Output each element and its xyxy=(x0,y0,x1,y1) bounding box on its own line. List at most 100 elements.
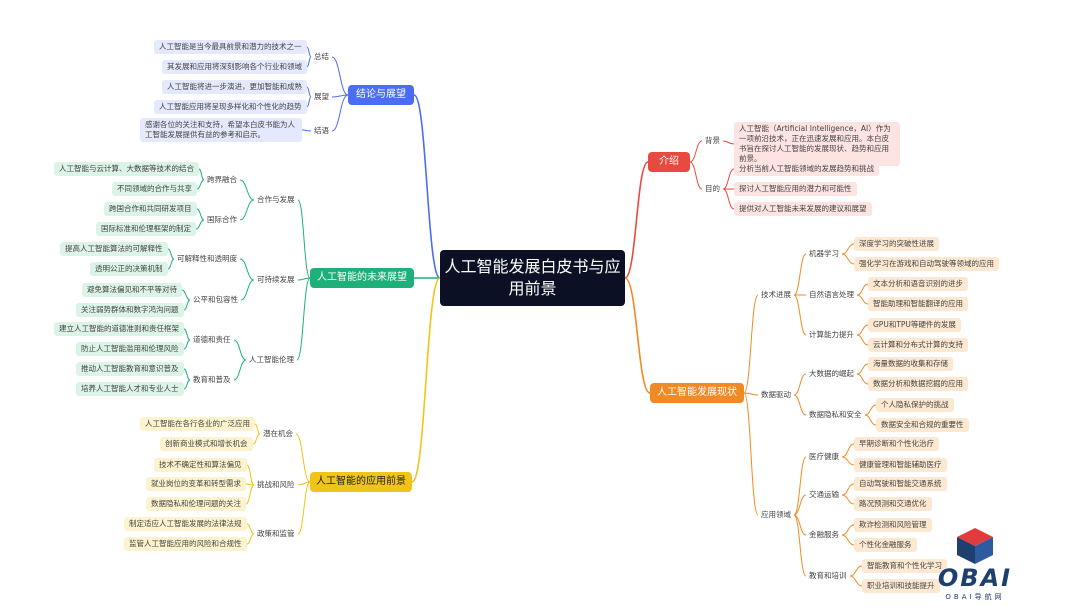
connector-line xyxy=(856,363,869,375)
future-cross-label[interactable]: 跨界融合 xyxy=(207,175,237,184)
prospects-potential-item-2[interactable]: 创新商业模式和增长机会 xyxy=(160,437,253,451)
status-privacy-label[interactable]: 数据隐私和安全 xyxy=(809,410,862,419)
prospects-risk-item-3[interactable]: 数据隐私和伦理问题的关注 xyxy=(146,497,246,511)
intro-purpose-item-3[interactable]: 提供对人工智能未来发展的建议和展望 xyxy=(734,202,872,216)
conclusion-outlook-item-1[interactable]: 人工智能将进一步演进，更加智能和成熟 xyxy=(162,80,307,94)
watermark-logo: OBAI OBAI导航网 xyxy=(925,526,1025,606)
intro-purpose-label[interactable]: 目的 xyxy=(705,184,720,193)
future-cross-item-1[interactable]: 人工智能与云计算、大数据等技术的结合 xyxy=(54,162,199,176)
future-intl-item-2[interactable]: 国际标准和伦理框架的制定 xyxy=(96,222,196,236)
prospects-policy-item-1[interactable]: 制定适应人工智能发展的法律法规 xyxy=(124,517,247,531)
prospects-potential-item-1[interactable]: 人工智能在各行各业的广泛应用 xyxy=(140,417,255,431)
prospects-potential-label[interactable]: 潜在机会 xyxy=(263,429,293,438)
future-fair-label[interactable]: 公平和包容性 xyxy=(193,295,238,304)
future-moral-label[interactable]: 道德和责任 xyxy=(193,335,231,344)
status-bigdata-item-2[interactable]: 数据分析和数据挖掘的应用 xyxy=(868,377,968,391)
connector-line xyxy=(297,481,311,486)
future-intl-item-1[interactable]: 跨国合作和共同研发项目 xyxy=(104,202,197,216)
connector-line xyxy=(793,494,807,516)
future-eduspread-item-1[interactable]: 推动人工智能教育和意识普及 xyxy=(76,362,184,376)
connector-line xyxy=(295,433,311,483)
connector-line xyxy=(331,94,349,98)
status-health-item-2[interactable]: 健康管理和智能辅助医疗 xyxy=(854,458,947,472)
conclusion-summary-label[interactable]: 总结 xyxy=(314,52,329,61)
connector-line xyxy=(841,456,855,466)
branch-future[interactable]: 人工智能的未来展望 xyxy=(310,268,414,288)
connector-line xyxy=(411,277,441,483)
status-health-label[interactable]: 医疗健康 xyxy=(809,452,839,461)
status-bigdata-label[interactable]: 大数据的崛起 xyxy=(809,369,854,378)
connector-line xyxy=(849,565,863,577)
future-sustain-label[interactable]: 可持续发展 xyxy=(257,275,295,284)
conclusion-outlook-label[interactable]: 展望 xyxy=(314,92,329,101)
future-moral-item-1[interactable]: 建立人工智能的道德准则和责任框架 xyxy=(54,322,184,336)
connector-line xyxy=(856,324,869,336)
future-coop-label[interactable]: 合作与发展 xyxy=(257,195,295,204)
conclusion-closing-label[interactable]: 结语 xyxy=(314,126,329,135)
status-compute-label[interactable]: 计算能力提升 xyxy=(809,330,854,339)
status-finance-label[interactable]: 金融服务 xyxy=(809,530,839,539)
intro-background-text[interactable]: 人工智能（Artificial Intelligence，AI）作为一项前沿技术… xyxy=(734,122,900,166)
future-cross-item-2[interactable]: 不同领域的合作与共享 xyxy=(112,182,197,196)
status-nlp-label[interactable]: 自然语言处理 xyxy=(809,290,854,299)
future-eduspread-item-2[interactable]: 培养人工智能人才和专业人士 xyxy=(76,382,184,396)
future-explain-item-1[interactable]: 提高人工智能算法的可解释性 xyxy=(60,242,168,256)
future-ethics-label[interactable]: 人工智能伦理 xyxy=(249,355,294,364)
future-explain-label[interactable]: 可解释性和透明度 xyxy=(177,254,237,263)
status-traffic-item-1[interactable]: 自动驾驶和智能交通系统 xyxy=(854,477,947,491)
connector-line xyxy=(233,339,247,361)
prospects-risk-item-2[interactable]: 就业岗位的变革和转型需求 xyxy=(146,477,246,491)
conclusion-summary-item-2[interactable]: 其发展和应用将深刻影响各个行业和领域 xyxy=(162,60,307,74)
branch-status[interactable]: 人工智能发展现状 xyxy=(650,383,744,403)
intro-purpose-item-2[interactable]: 探讨人工智能应用的潜力和可能性 xyxy=(734,182,857,196)
status-finance-item-1[interactable]: 欺诈检测和风险管理 xyxy=(854,518,932,532)
connector-line xyxy=(793,394,807,416)
connector-line xyxy=(181,289,191,301)
future-fair-item-2[interactable]: 关注弱势群体和数字鸿沟问题 xyxy=(76,303,184,317)
prospects-risk-label[interactable]: 挑战和风险 xyxy=(257,480,295,489)
root-topic[interactable]: 人工智能发展白皮书与应用前景 xyxy=(440,250,625,306)
branch-prospects[interactable]: 人工智能的应用前景 xyxy=(310,472,412,492)
connector-line xyxy=(841,483,855,496)
prospects-policy-label[interactable]: 政策和监管 xyxy=(257,529,295,538)
branch-intro[interactable]: 介绍 xyxy=(648,152,690,172)
status-apps-label[interactable]: 应用领域 xyxy=(761,510,791,519)
future-eduspread-label[interactable]: 教育和普及 xyxy=(193,375,231,384)
status-finance-item-2[interactable]: 个性化金融服务 xyxy=(854,538,917,552)
status-ml-label[interactable]: 机器学习 xyxy=(809,249,839,258)
conclusion-closing-text[interactable]: 感谢各位的关注和支持，希望本白皮书能为人工智能发展提供有益的参考和启示。 xyxy=(140,118,302,142)
status-tech-label[interactable]: 技术进展 xyxy=(761,290,791,299)
future-moral-item-2[interactable]: 防止人工智能滥用和伦理风险 xyxy=(76,342,184,356)
intro-background-label[interactable]: 背景 xyxy=(705,136,720,145)
status-nlp-item-1[interactable]: 文本分析和语音识别的进步 xyxy=(868,277,968,291)
prospects-risk-item-1[interactable]: 技术不确定性和算法偏见 xyxy=(154,458,247,472)
conclusion-summary-item-1[interactable]: 人工智能是当今最具前景和潜力的技术之一 xyxy=(154,40,307,54)
status-health-item-1[interactable]: 早期诊断和个性化治疗 xyxy=(854,437,939,451)
connector-line xyxy=(297,199,311,279)
conclusion-outlook-item-2[interactable]: 人工智能应用将呈现多样化和个性化的趋势 xyxy=(154,100,307,114)
future-fair-item-1[interactable]: 避免算法偏见和不平等对待 xyxy=(82,283,182,297)
status-bigdata-item-1[interactable]: 海量数据的收集和存储 xyxy=(868,357,953,371)
status-data-label[interactable]: 数据驱动 xyxy=(761,390,791,399)
connector-line xyxy=(722,188,735,210)
status-edu-item-1[interactable]: 智能教育和个性化学习 xyxy=(862,559,947,573)
status-ml-item-2[interactable]: 强化学习在游戏和自动驾驶等领域的应用 xyxy=(854,257,999,271)
status-nlp-item-2[interactable]: 智能助理和智能翻译的应用 xyxy=(868,297,968,311)
connector-line xyxy=(793,514,807,577)
status-privacy-item-2[interactable]: 数据安全和合规的重要性 xyxy=(876,418,969,432)
status-traffic-label[interactable]: 交通运输 xyxy=(809,490,839,499)
status-compute-item-1[interactable]: GPU和TPU等硬件的发展 xyxy=(868,318,961,332)
intro-purpose-item-1[interactable]: 分析当前人工智能领域的发展趋势和挑战 xyxy=(734,162,879,176)
connector-line xyxy=(183,299,191,311)
branch-conclusion[interactable]: 结论与展望 xyxy=(348,85,414,105)
status-ml-item-1[interactable]: 深度学习的突破性进展 xyxy=(854,237,939,251)
status-edu-label[interactable]: 教育和培训 xyxy=(809,571,847,580)
connector-line xyxy=(167,258,175,270)
status-compute-item-2[interactable]: 云计算和分布式计算的支持 xyxy=(868,338,968,352)
future-intl-label[interactable]: 国际合作 xyxy=(207,215,237,224)
status-edu-item-2[interactable]: 职业培训和技能提升 xyxy=(862,579,940,593)
future-explain-item-2[interactable]: 透明公正的决策机制 xyxy=(90,262,168,276)
status-privacy-item-1[interactable]: 个人隐私保护的挑战 xyxy=(876,398,954,412)
status-traffic-item-2[interactable]: 路况预测和交通优化 xyxy=(854,497,932,511)
prospects-policy-item-2[interactable]: 监管人工智能应用的风险和合规性 xyxy=(124,537,247,551)
